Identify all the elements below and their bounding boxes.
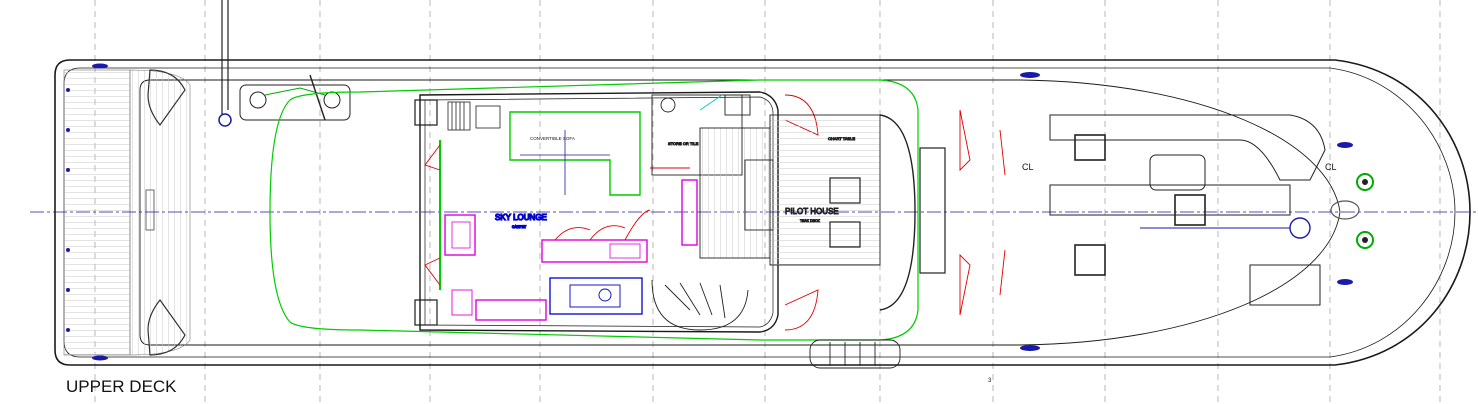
sky-lounge-label: SKY LOUNGE <box>495 213 547 222</box>
boarding-ladder <box>809 339 901 369</box>
door-swings <box>424 94 1006 331</box>
sky-lounge-furniture <box>444 179 698 321</box>
aft-teak-deck <box>63 69 191 356</box>
drawing-title: UPPER DECK <box>66 377 177 396</box>
motorbike-on-deck <box>239 74 351 121</box>
crane <box>218 0 232 127</box>
convertible-sofa-label: CONVERTIBLE SOFA <box>530 136 575 141</box>
storage-label: STORE OR TILE <box>668 141 699 146</box>
chart-table-label: CHART TABLE <box>828 136 855 141</box>
spiral-stair <box>651 279 749 331</box>
convertible-sofa: CONVERTIBLE SOFA <box>509 111 641 196</box>
centerline-aft-label: CL <box>1022 162 1034 172</box>
sky-lounge-floor-label: CARPET <box>512 225 527 229</box>
sheet-number: 3 <box>988 378 992 384</box>
centerline-fwd-label: CL <box>1325 162 1337 172</box>
aft-stairs <box>447 101 501 131</box>
deck-edge-green <box>269 79 919 341</box>
deckhouse <box>414 91 779 333</box>
cleats <box>92 63 1353 361</box>
pilot-house: PILOT HOUSE TEAK DECK CHART TABLE <box>699 114 946 311</box>
anchor-windlass <box>1140 173 1374 249</box>
pilot-house-label: PILOT HOUSE <box>785 207 839 216</box>
foredeck-seating <box>1049 114 1326 306</box>
pilot-house-floor-label: TEAK DECK <box>800 219 821 223</box>
bar-unit: SKY LOUNGE CARPET <box>494 212 643 315</box>
